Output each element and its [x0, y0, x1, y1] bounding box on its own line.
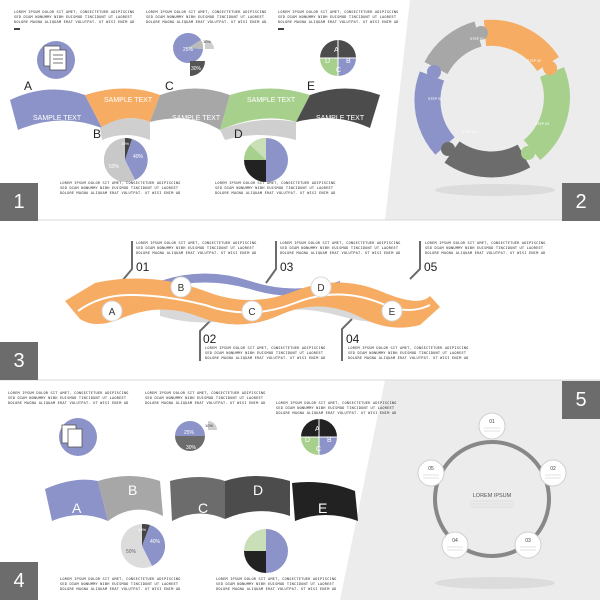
wave-ribbon [45, 476, 358, 521]
step-letter: C [248, 307, 255, 318]
pie-chart-large [103, 137, 148, 182]
pie-chart-large-2 [244, 138, 288, 182]
text-block: LOREM IPSUM DOLOR SIT AMET, CONSECTETUER… [215, 181, 336, 196]
panel-number-5: 5 [562, 381, 600, 419]
step-label: STEP 05 [428, 97, 442, 101]
text-block: LOREM IPSUM DOLOR SIT AMET, CONSECTETUER… [14, 10, 135, 25]
step-number: 03 [525, 538, 531, 544]
panel-1: LOREM IPSUM DOLOR SIT AMET, CONSECTETUER… [0, 0, 410, 220]
panel-number-4: 4 [0, 562, 38, 600]
quad-label: C [336, 67, 341, 74]
quadrant-circle [301, 419, 337, 455]
text-block: LOREM IPSUM DOLOR SIT AMET, CONSECTETUER… [60, 577, 181, 592]
pie-chart-small [175, 421, 217, 451]
pie-label: 50% [109, 164, 120, 170]
quad-label: A [315, 426, 320, 433]
step-letter: B [93, 127, 101, 141]
text-block: LOREM IPSUM DOLOR SIT AMET, CONSECTETUER… [8, 391, 129, 406]
pie-label: 40% [133, 154, 144, 160]
road-diagram: A B C D E 01 02 03 04 05 [65, 241, 440, 361]
text-block: LOREM IPSUM DOLOR SIT AMET, CONSECTETUER… [348, 346, 469, 361]
ribbon-label: SAMPLE TEXT [172, 115, 221, 122]
step-letter: B [178, 283, 185, 294]
pie-label: 10% [121, 141, 129, 146]
text-block: LOREM IPSUM DOLOR SIT AMET, CONSECTETUER… [136, 241, 257, 256]
step-letter: A [72, 500, 82, 516]
step-letter: D [234, 127, 243, 141]
pie-label: 25% [183, 47, 194, 53]
step-letter: D [253, 482, 263, 498]
puzzle-cycle: STEP 01 STEP 02 STEP 03 STEP 04 STEP 05 [414, 19, 570, 196]
circle-cycle: 01 02 03 04 05 LOREM IPSUM [417, 412, 567, 589]
quad-label: D [325, 58, 330, 65]
quad-label: A [334, 47, 339, 54]
step-letter: B [128, 482, 137, 498]
step-letter: D [317, 283, 324, 294]
ribbon-label: SAMPLE TEXT [33, 115, 82, 122]
panel-number-2: 2 [562, 183, 600, 221]
text-block: LOREM IPSUM DOLOR SIT AMET, CONSECTETUER… [276, 401, 397, 416]
text-block: LOREM IPSUM DOLOR SIT AMET, CONSECTETUER… [145, 391, 266, 406]
pie-label: 40% [150, 539, 161, 545]
step-number: 01 [136, 260, 150, 274]
pie-label: 10% [203, 39, 211, 44]
divider [278, 28, 284, 30]
pie-label: 50% [126, 549, 137, 555]
quad-label: C [316, 446, 321, 453]
ribbon-label: SAMPLE TEXT [316, 115, 365, 122]
text-block: LOREM IPSUM DOLOR SIT AMET, CONSECTETUER… [280, 241, 401, 256]
ribbon-label: SAMPLE TEXT [104, 97, 153, 104]
ribbon [10, 88, 380, 140]
pie-label: 25% [184, 430, 195, 436]
pie-label: 10% [205, 423, 213, 428]
pie-chart-large [120, 523, 166, 568]
quad-label: D [305, 437, 310, 444]
panel-3: LOREM IPSUM DOLOR SIT AMET, CONSECTETUER… [0, 221, 600, 379]
quad-label: B [327, 437, 332, 444]
step-letter: E [389, 307, 396, 318]
text-block: LOREM IPSUM DOLOR SIT AMET, CONSECTETUER… [205, 346, 326, 361]
step-label: STEP 03 [535, 122, 549, 126]
pie-label: 30% [186, 445, 197, 451]
panel-4: LOREM IPSUM DOLOR SIT AMET, CONSECTETUER… [0, 381, 396, 600]
step-number: 02 [550, 466, 556, 472]
step-number: 02 [203, 332, 217, 346]
text-block: LOREM IPSUM DOLOR SIT AMET, CONSECTETUER… [60, 181, 181, 196]
step-letter: C [165, 79, 174, 93]
step-letter: A [24, 79, 32, 93]
ribbon-label: SAMPLE TEXT [247, 97, 296, 104]
pie-chart-large-2 [244, 529, 288, 573]
ribbon-diagram-4: 25% 10% 30% A B C D A B C D E [45, 418, 358, 573]
ribbon-diagram-1: 25% 10% 30% A B C D SAMPLE TEXT SAMPLE T… [10, 32, 380, 182]
step-label: STEP 04 [462, 130, 476, 134]
step-number: 03 [280, 260, 294, 274]
text-block: LOREM IPSUM DOLOR SIT AMET, CONSECTETUER… [278, 10, 399, 25]
step-letter: C [198, 500, 208, 516]
step-number: 05 [424, 260, 438, 274]
document-icon [59, 418, 97, 456]
step-letter: E [307, 79, 315, 93]
pie-label: 30% [191, 66, 202, 72]
text-block: LOREM IPSUM DOLOR SIT AMET, CONSECTETUER… [146, 10, 267, 25]
quad-label: B [346, 58, 351, 65]
document-icon [37, 41, 75, 79]
pie-chart-small [173, 32, 214, 76]
step-number: 05 [428, 466, 434, 472]
divider [14, 28, 20, 30]
step-letter: A [109, 307, 116, 318]
pie-label: 10% [138, 527, 146, 532]
step-number: 04 [452, 538, 458, 544]
step-number: 04 [346, 332, 360, 346]
center-title: LOREM IPSUM [473, 493, 512, 499]
step-label: STEP 01 [470, 37, 484, 41]
text-block: LOREM IPSUM DOLOR SIT AMET, CONSECTETUER… [216, 577, 337, 592]
quadrant-circle [320, 40, 356, 76]
panel-number-1: 1 [0, 183, 38, 221]
step-label: STEP 02 [527, 59, 541, 63]
step-number: 01 [489, 419, 495, 425]
text-block: LOREM IPSUM DOLOR SIT AMET, CONSECTETUER… [425, 241, 546, 256]
panel-number-3: 3 [0, 342, 38, 380]
step-letter: E [318, 500, 327, 516]
